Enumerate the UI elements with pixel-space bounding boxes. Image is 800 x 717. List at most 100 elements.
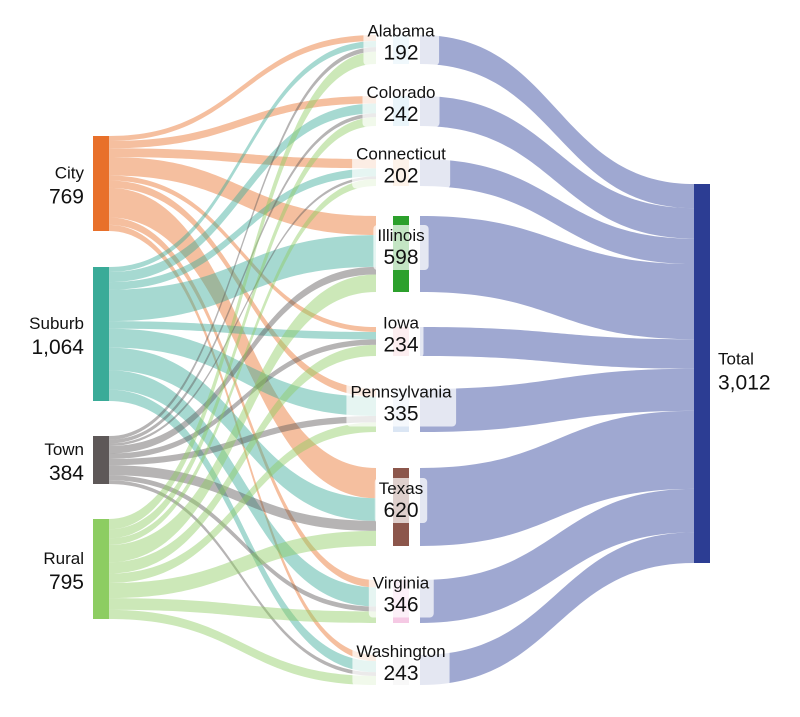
link-rural-to-alabama [109,51,376,530]
label-suburb: Suburb 1,064 [29,314,84,359]
link-town-to-illinois [109,266,376,454]
label-rural: Rural 795 [43,549,84,594]
link-city-to-pennsylvania [109,180,376,397]
node-rural [93,519,109,619]
link-suburb-to-illinois [109,235,376,322]
label-bg-colorado [362,82,440,127]
label-city: City 769 [49,164,85,209]
label-colorado-value: 242 [383,103,418,126]
label-town-value: 384 [49,462,84,485]
link-city-to-washington [109,224,376,662]
label-total-value: 3,012 [718,372,771,395]
link-suburb-to-pennsylvania [109,328,376,416]
link-city-to-alabama [109,35,376,141]
label-suburb-value: 1,064 [31,336,84,359]
label-bg-virginia [368,572,434,618]
link-city-to-virginia [109,217,376,588]
label-illinois-name: Illinois [377,226,424,245]
link-town-to-texas [109,465,376,531]
link-town-to-virginia [109,475,376,612]
total-links [420,35,694,685]
label-connecticut-value: 202 [383,165,418,188]
label-bg-iowa [379,312,424,358]
label-town-name: Town [44,440,84,459]
link-suburb-to-virginia [109,370,376,607]
link-rural-to-iowa [109,344,376,574]
link-town-to-washington [109,480,376,676]
label-bg-alabama [363,20,440,66]
link-connecticut-to-total [420,159,694,265]
link-washington-to-total [420,532,694,685]
link-suburb-to-iowa [109,321,376,340]
link-virginia-to-total [420,488,694,623]
link-town-to-pennsylvania [109,415,376,466]
label-virginia-value: 346 [383,594,418,617]
node-town [93,436,109,484]
label-bg-connecticut [352,143,451,189]
label-texas-name: Texas [379,479,423,498]
label-alabama-value: 192 [383,42,418,65]
link-town-to-connecticut [109,176,376,447]
link-city-to-colorado [109,96,376,149]
link-city-to-illinois [109,157,376,236]
label-alabama-name: Alabama [367,22,435,41]
label-connecticut-name: Connecticut [356,145,446,164]
link-rural-to-washington [109,609,376,685]
label-suburb-name: Suburb [29,314,84,333]
link-suburb-to-texas [109,347,376,521]
label-city-name: City [55,164,85,183]
label-bg-illinois [373,225,429,270]
label-texas-value: 620 [383,499,418,522]
link-alabama-to-total [420,35,694,209]
link-town-to-iowa [109,339,376,459]
label-virginia-name: Virginia [373,574,430,593]
node-total [694,184,710,563]
link-city-to-texas [109,187,376,499]
label-rural-name: Rural [43,549,84,568]
link-rural-to-colorado [109,117,376,539]
label-total: Total 3,012 [718,350,771,395]
link-illinois-to-total [420,216,694,340]
link-suburb-to-colorado [109,103,376,283]
label-bg-pennsylvania [346,381,457,427]
label-total-name: Total [718,350,754,369]
link-pennsylvania-to-total [420,368,694,432]
link-suburb-to-connecticut [109,168,376,290]
label-iowa-value: 234 [383,334,418,357]
node-city [93,136,109,231]
label-city-value: 769 [49,186,84,209]
link-texas-to-total [420,410,694,546]
source-links [109,35,376,685]
link-suburb-to-washington [109,389,376,673]
label-washington-value: 243 [383,662,418,685]
label-illinois-value: 598 [383,246,418,269]
link-town-to-alabama [109,47,376,440]
link-rural-to-connecticut [109,179,376,545]
link-city-to-iowa [109,175,376,332]
label-bg-texas [374,478,428,523]
label-pennsylvania-value: 335 [383,403,418,426]
link-rural-to-pennsylvania [109,422,376,584]
label-rural-value: 795 [49,571,84,594]
label-colorado-name: Colorado [367,83,436,102]
link-city-to-connecticut [109,148,376,169]
link-iowa-to-total [420,327,694,369]
label-bg-washington [352,641,450,686]
link-rural-to-virginia [109,598,376,623]
label-iowa-name: Iowa [383,314,419,333]
link-rural-to-illinois [109,274,376,563]
label-town: Town 384 [44,440,84,485]
link-town-to-colorado [109,113,376,444]
label-washington-name: Washington [356,642,445,661]
link-colorado-to-total [420,96,694,239]
